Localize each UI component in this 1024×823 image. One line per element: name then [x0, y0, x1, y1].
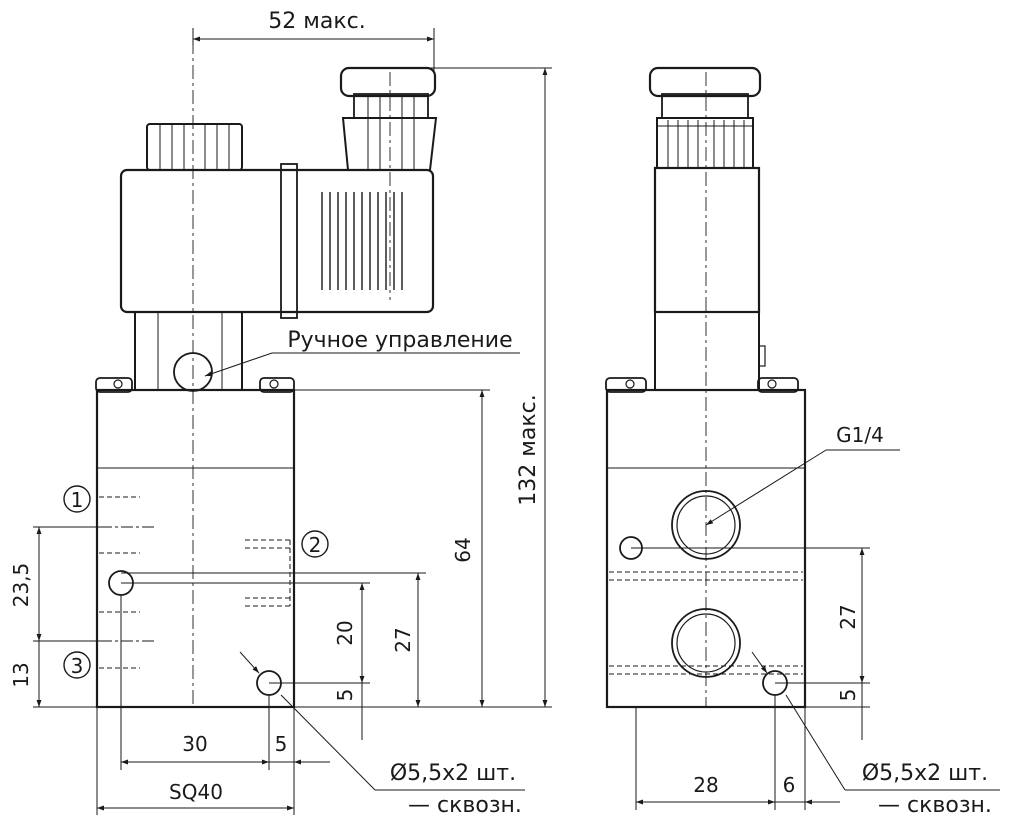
svg-text:G1/4: G1/4 [836, 423, 884, 447]
svg-text:Ручное управление: Ручное управление [287, 328, 512, 353]
svg-text:132 макс.: 132 макс. [516, 394, 541, 505]
svg-text:5: 5 [836, 689, 860, 702]
front-view: 1 2 3 [63, 40, 438, 709]
front-dimensions [33, 28, 552, 815]
svg-text:27: 27 [391, 627, 415, 652]
svg-text:5: 5 [275, 732, 288, 756]
svg-text:2: 2 [309, 533, 322, 557]
svg-text:20: 20 [333, 620, 357, 645]
port-lower [671, 608, 741, 678]
side-dimensions [631, 449, 1000, 810]
front-dim-labels: 52 макс. 132 макс. Ручное управление 64 … [9, 9, 541, 818]
svg-text:Ø5,5x2 шт.: Ø5,5x2 шт. [862, 761, 988, 786]
side-coil [653, 166, 761, 314]
svg-text:SQ40: SQ40 [169, 780, 223, 804]
side-dim-labels: G1/4 27 5 28 6 Ø5,5x2 шт. — сквозн. [693, 423, 992, 818]
port-2-badge [301, 530, 329, 558]
svg-text:— сквозн.: — сквозн. [408, 793, 522, 818]
svg-text:— сквозн.: — сквозн. [878, 793, 992, 818]
svg-text:30: 30 [182, 732, 207, 756]
coil-vent-grille [321, 192, 403, 290]
port-g14-upper [671, 490, 741, 560]
port-3-badge [63, 651, 91, 679]
screw-head-right [259, 377, 295, 393]
screw-head-left [95, 377, 133, 393]
svg-text:5: 5 [333, 689, 357, 702]
connector-body [341, 117, 438, 171]
svg-text:28: 28 [693, 773, 718, 797]
svg-text:27: 27 [836, 604, 860, 629]
port-1-badge [63, 485, 91, 513]
connector-cap [339, 66, 437, 98]
side-view [605, 66, 807, 709]
svg-text:6: 6 [783, 773, 796, 797]
svg-text:52 макс.: 52 макс. [268, 9, 365, 34]
svg-text:3: 3 [71, 654, 84, 678]
coil-nut [146, 123, 243, 171]
solenoid-coil [119, 168, 435, 314]
side-connector-cap [648, 66, 762, 98]
svg-text:23,5: 23,5 [9, 563, 33, 608]
armature-tube [134, 311, 243, 391]
svg-text:1: 1 [71, 488, 84, 512]
svg-text:13: 13 [9, 662, 33, 687]
svg-text:Ø5,5x2 шт.: Ø5,5x2 шт. [390, 761, 516, 786]
svg-text:64: 64 [451, 537, 475, 562]
